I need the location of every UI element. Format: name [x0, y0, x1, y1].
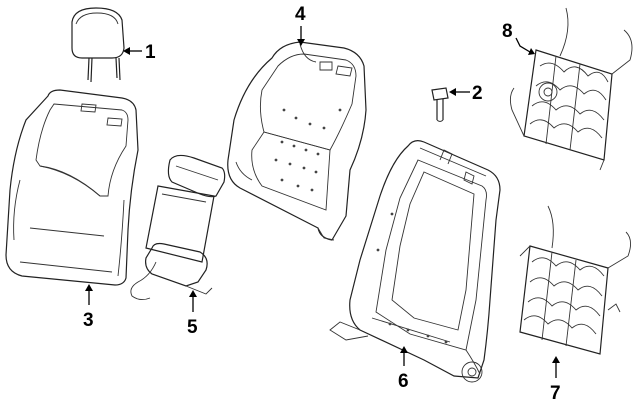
callout-2: 2 — [472, 83, 483, 104]
leader-4 — [297, 26, 305, 46]
seat-back-cover-part — [5, 89, 139, 286]
suspension-mat-lower-part — [519, 205, 631, 355]
seat-back-pad-part — [227, 41, 367, 241]
headrest-part — [71, 7, 125, 83]
leader-2 — [449, 88, 470, 96]
leader-3 — [85, 284, 93, 305]
suspension-mat-upper-part — [509, 7, 633, 171]
leader-6 — [400, 346, 408, 366]
seat-back-frame-part — [329, 140, 501, 383]
leader-5 — [189, 290, 197, 312]
callout-4: 4 — [295, 4, 306, 25]
callout-6: 6 — [398, 371, 409, 392]
heater-element-part — [130, 154, 226, 301]
leader-7 — [552, 356, 560, 378]
callout-3: 3 — [83, 310, 94, 331]
callout-5: 5 — [187, 317, 198, 338]
callout-8: 8 — [502, 21, 513, 42]
leader-8 — [515, 37, 535, 55]
callout-1: 1 — [145, 42, 156, 63]
fastener-part — [431, 87, 449, 122]
leader-1 — [123, 47, 142, 55]
callout-7: 7 — [550, 383, 561, 404]
